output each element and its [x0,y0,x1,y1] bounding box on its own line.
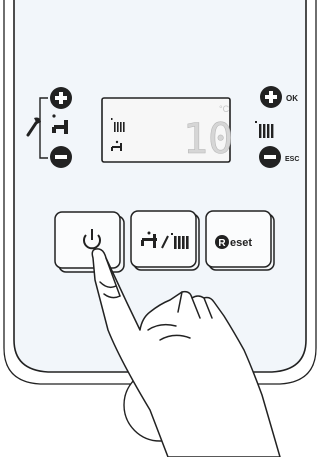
lcd-temperature: 10 [183,114,234,163]
left-plus-button[interactable] [50,87,72,109]
reset-label: eset [230,237,252,249]
ok-label: OK [286,94,298,103]
power-button[interactable] [55,212,124,272]
left-minus-button[interactable] [50,146,72,168]
right-minus-button[interactable] [259,146,281,168]
esc-label: ESC [285,156,299,163]
reset-r-letter: R [218,238,226,249]
right-plus-button[interactable] [260,86,282,108]
lcd-unit: °C [219,104,230,114]
